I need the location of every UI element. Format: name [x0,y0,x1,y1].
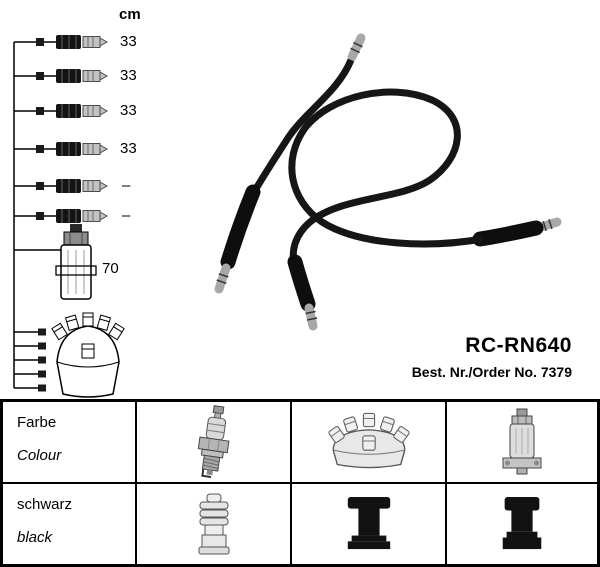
diagram-artwork [13,33,562,398]
cable-photo-2 [287,88,562,331]
cable-length-5: – [122,177,131,194]
ignition-coil-symbol [14,224,97,300]
table-row-black: schwarz black [3,482,135,564]
spec-table: Farbe Colour [0,399,600,567]
ignition-coil-icon [502,408,542,475]
cell-distributor-cap [290,402,445,482]
product-info: RC-RN640 Best. Nr./Order No. 7379 [412,334,572,380]
cable-length-6: – [122,207,131,224]
cable-row-symbols [13,34,108,224]
cable-length-1: 33 [120,33,137,50]
label-black: black [17,529,53,546]
cable-photo-1 [214,33,366,294]
label-schwarz: schwarz [17,496,73,513]
table-header-colour: Farbe Colour [3,402,135,482]
length-unit-header: cm [119,6,141,23]
order-number-line: Best. Nr./Order No. 7379 [412,364,572,380]
spark-plug-icon [197,405,229,478]
cable-length-4: 33 [120,140,137,157]
product-code: RC-RN640 [465,334,572,357]
order-number-label: Best. Nr./Order No. [411,364,537,380]
coil-boot-icon [502,497,542,550]
coil-cable-length: 70 [102,260,119,277]
cell-distributor-boot [290,482,445,564]
label-colour: Colour [17,447,62,464]
label-farbe: Farbe [17,414,57,431]
distributor-cap-icon [327,412,410,469]
cell-coil-boot [445,482,597,564]
cable-length-2: 33 [120,67,137,84]
cell-ignition-coil [445,402,597,482]
distributor-boot-icon [347,497,390,550]
cell-spark-plug [135,402,290,482]
cell-plug-connector [135,482,290,564]
distributor-cap-symbol [13,312,125,398]
spark-plug-connector-icon [198,493,229,555]
order-number-value: 7379 [540,364,572,380]
cable-length-3: 33 [120,102,137,119]
